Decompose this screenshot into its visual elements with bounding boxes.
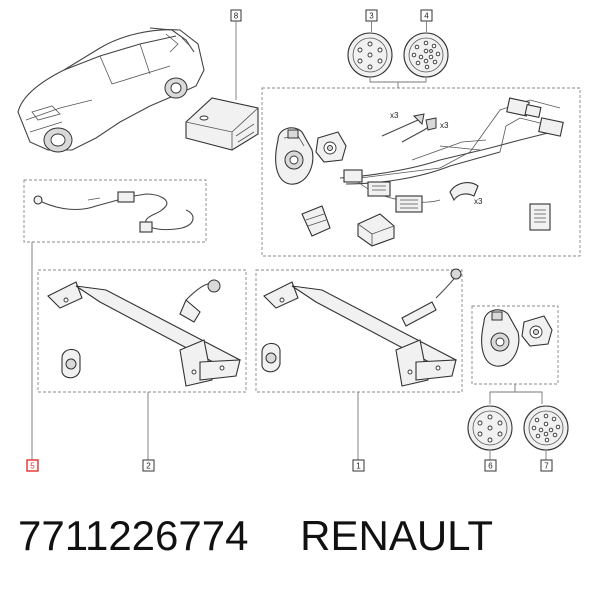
socket-13-pin [403, 32, 449, 78]
socket-cover-right [521, 315, 553, 347]
socket-13-pin-lower [523, 405, 569, 451]
socket-cover [315, 131, 347, 163]
callout-7: 7 [540, 459, 553, 472]
connector-block [301, 205, 331, 237]
caption: 7711226774 RENAULT [18, 512, 588, 572]
callout-4: 4 [420, 9, 433, 22]
towbar-1-frame [255, 269, 463, 393]
callout-3: 3 [365, 9, 378, 22]
car-illustration [17, 27, 205, 153]
tow-bar-2 [47, 279, 241, 387]
wiring-harness [339, 97, 564, 213]
socket-holder [275, 127, 314, 185]
lead-frame [23, 179, 207, 243]
callout-5: 5 [26, 459, 39, 472]
socket-7-pin-lower [467, 405, 513, 451]
part-number: 7711226774 [18, 512, 249, 559]
cable-ties: x3 [401, 117, 449, 143]
svg-text:x3: x3 [390, 111, 399, 120]
svg-text:6: 6 [488, 462, 493, 471]
svg-text:1: 1 [356, 462, 361, 471]
callout-2: 2 [142, 459, 155, 472]
svg-text:2: 2 [146, 462, 151, 471]
electronic-module [185, 97, 259, 151]
earth-lead [33, 191, 194, 233]
tow-bar-1 [263, 268, 462, 387]
clips: x3 [449, 182, 483, 206]
harness-kit-frame [261, 87, 581, 257]
svg-text:7: 7 [544, 462, 549, 471]
callout-1: 1 [352, 459, 365, 472]
brand-name: RENAULT [300, 512, 494, 559]
socket-plate-1 [261, 342, 281, 373]
relay-box [357, 213, 395, 247]
svg-text:4: 4 [424, 12, 429, 21]
svg-text:3: 3 [369, 12, 374, 21]
callout-6: 6 [484, 459, 497, 472]
socket-holder-right [481, 309, 520, 367]
callout-8: 8 [230, 9, 242, 22]
svg-text:x3: x3 [440, 121, 449, 130]
svg-text:8: 8 [234, 12, 239, 21]
svg-text:x3: x3 [474, 197, 483, 206]
socket-7-pin [347, 32, 393, 78]
svg-text:5: 5 [30, 462, 35, 471]
screws: x3 [381, 111, 425, 137]
instruction-booklet [529, 203, 551, 231]
socket-plate-2 [61, 348, 81, 379]
